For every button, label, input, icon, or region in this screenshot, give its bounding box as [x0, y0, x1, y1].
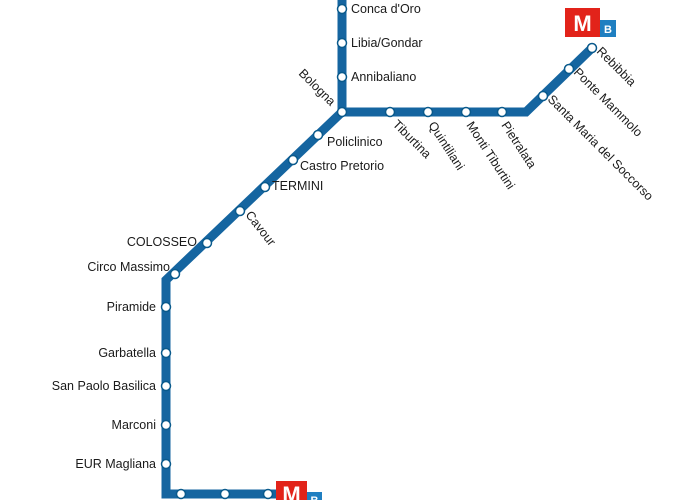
station-label: Marconi: [112, 418, 156, 432]
station-conca-doro[interactable]: Conca d'Oro: [336, 2, 421, 16]
station-label: Rebibbia: [594, 44, 639, 89]
station-label: Bologna: [296, 66, 338, 108]
station-quintiliani[interactable]: Quintiliani: [422, 106, 468, 173]
station-label: Conca d'Oro: [351, 2, 421, 16]
station-label: COLOSSEO: [127, 235, 197, 249]
metro-b-logo: M B: [565, 8, 616, 37]
station-label: Annibaliano: [351, 70, 416, 84]
station-marconi[interactable]: Marconi: [112, 418, 172, 432]
station-garbatella[interactable]: Garbatella: [98, 346, 172, 360]
station-label: Santa Maria del Soccorso: [545, 92, 656, 203]
line-badge: [600, 20, 616, 37]
station-piramide[interactable]: Piramide: [107, 300, 172, 314]
line-badge: [307, 492, 322, 500]
station-label: Quintiliani: [425, 119, 467, 173]
station-unlabeled[interactable]: [219, 488, 231, 500]
station-unlabeled[interactable]: [262, 488, 274, 500]
station-label: San Paolo Basilica: [52, 379, 156, 393]
station-santa-maria-del-soccorso[interactable]: Santa Maria del Soccorso: [537, 90, 657, 204]
station-label: Garbatella: [98, 346, 156, 360]
station-eur-magliana[interactable]: EUR Magliana: [75, 457, 172, 471]
station-label: Piramide: [107, 300, 156, 314]
station-label: Circo Massimo: [87, 260, 170, 274]
station-annibaliano[interactable]: Annibaliano: [336, 70, 417, 84]
station-label: TERMINI: [272, 179, 323, 193]
station-policlinico[interactable]: Policlinico: [312, 129, 383, 150]
metro-logo-red-box: [565, 8, 600, 37]
station-label: Libia/Gondar: [351, 36, 423, 50]
station-cavour[interactable]: Cavour: [234, 205, 279, 249]
metro-logo-red-box: [276, 481, 307, 500]
station-label: Policlinico: [327, 135, 383, 149]
station-circo-massimo[interactable]: Circo Massimo: [87, 260, 181, 280]
metro-logo-letter: M: [282, 482, 300, 500]
station-label: Tiburtina: [390, 117, 434, 161]
station-colosseo[interactable]: COLOSSEO: [127, 235, 213, 249]
station-label: EUR Magliana: [75, 457, 156, 471]
station-label: Castro Pretorio: [300, 159, 384, 173]
station-san-paolo-basilica[interactable]: San Paolo Basilica: [52, 379, 172, 393]
station-label: Cavour: [243, 208, 279, 248]
station-termini[interactable]: TERMINI: [259, 179, 324, 193]
station-libia-gondar[interactable]: Libia/Gondar: [336, 36, 423, 50]
line-badge-letter: B: [604, 24, 612, 36]
station-unlabeled[interactable]: [175, 488, 187, 500]
line-badge-letter: B: [311, 495, 319, 500]
station-castro-pretorio[interactable]: Castro Pretorio: [287, 154, 385, 174]
metro-b-logo-bottom: M B: [276, 481, 322, 500]
metro-logo-letter: M: [573, 11, 591, 36]
